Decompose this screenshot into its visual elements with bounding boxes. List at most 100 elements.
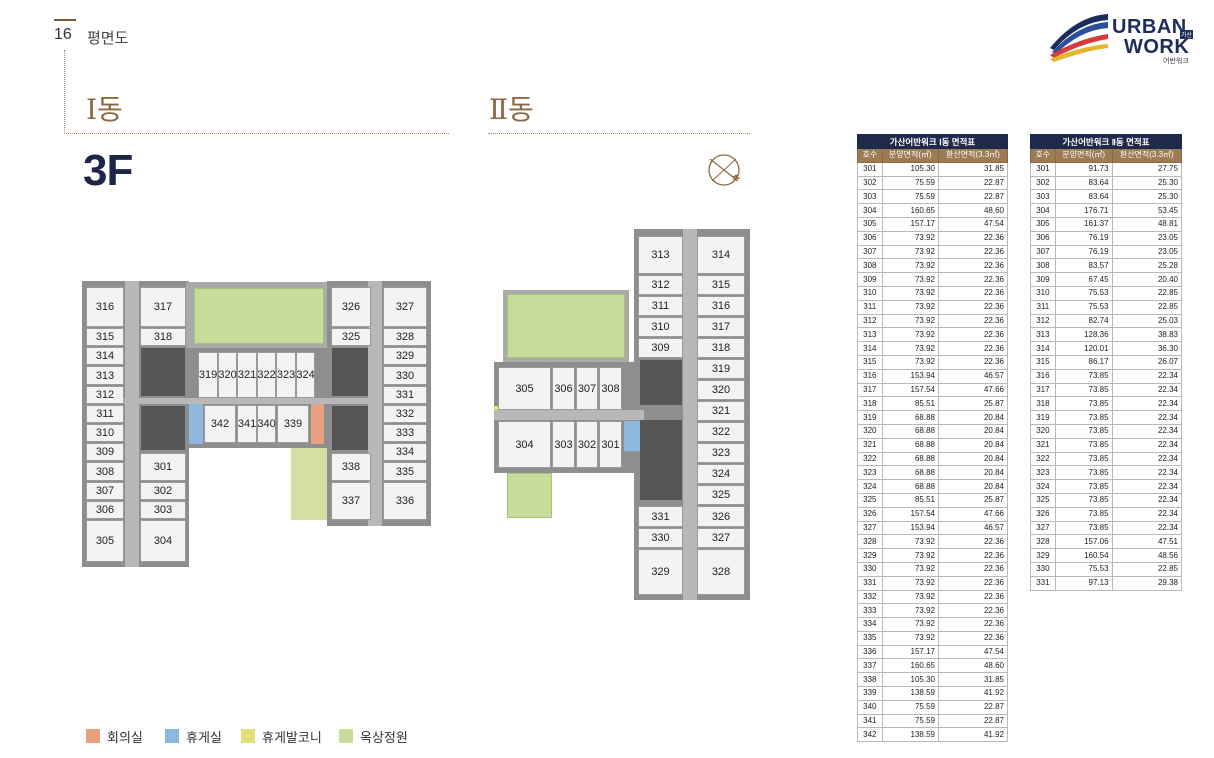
converted-area-cell: 25.87: [938, 396, 1008, 412]
plan1-room-305: 305: [86, 520, 124, 562]
legend-label: 휴게발코니: [262, 730, 322, 745]
plan2-room-319: 319: [697, 359, 745, 379]
converted-area-cell: 20.84: [938, 465, 1008, 481]
sale-area-cell: 75.59: [881, 699, 940, 715]
plan2-room-308: 308: [599, 367, 622, 410]
plan1-room-333: 333: [383, 424, 427, 442]
plan1-room-335: 335: [383, 462, 427, 481]
plan1-room-319: 319: [198, 352, 218, 398]
unit-number-cell: 324: [1030, 479, 1056, 494]
plan2-rooftop-garden-2: [507, 473, 552, 518]
plan1-room-338: 338: [331, 453, 371, 481]
building-1-title: Ⅰ동: [86, 93, 123, 126]
converted-area-cell: 22.36: [938, 617, 1008, 632]
plan2-room-312: 312: [638, 275, 683, 295]
plan2-core-2: [640, 420, 682, 500]
unit-number-cell: 318: [857, 396, 883, 412]
sale-area-cell: 153.94: [881, 520, 940, 536]
converted-area-cell: 22.34: [1111, 465, 1183, 481]
unit-number-cell: 308: [1030, 258, 1056, 274]
converted-area-cell: 22.36: [938, 285, 1008, 301]
converted-area-cell: 48.60: [938, 658, 1008, 674]
sale-area-cell: 75.59: [881, 713, 940, 729]
plan1-corridor-west: [125, 281, 139, 567]
converted-area-cell: 22.36: [938, 534, 1008, 550]
plan1-room-339: 339: [277, 405, 309, 443]
converted-area-cell: 47.54: [938, 216, 1008, 232]
sale-area-cell: 73.92: [881, 617, 940, 632]
plan1-room-314: 314: [86, 347, 124, 365]
sale-area-cell: 157.54: [881, 382, 940, 398]
table-header: 환산면적(3.3㎡): [938, 148, 1008, 163]
plan1-room-342: 342: [204, 405, 236, 443]
table-header: 호수: [857, 148, 883, 163]
plan2-room-325: 325: [697, 485, 745, 505]
sale-area-cell: 73.85: [1054, 396, 1113, 412]
unit-number-cell: 316: [857, 368, 883, 384]
plan2-room-301: 301: [599, 421, 622, 468]
sale-area-cell: 68.88: [881, 479, 940, 494]
sale-area-cell: 153.94: [881, 368, 940, 384]
unit-number-cell: 330: [857, 561, 883, 577]
converted-area-cell: 47.66: [938, 506, 1008, 522]
unit-number-cell: 302: [1030, 175, 1056, 191]
plan2-room-320: 320: [697, 380, 745, 400]
converted-area-cell: 22.34: [1111, 451, 1183, 467]
converted-area-cell: 20.84: [938, 479, 1008, 494]
converted-area-cell: 26.07: [1111, 354, 1183, 370]
sale-area-cell: 76.19: [1054, 244, 1113, 260]
plan1-room-326: 326: [331, 287, 371, 327]
plan1-room-310: 310: [86, 424, 124, 442]
converted-area-cell: 22.87: [938, 713, 1008, 729]
unit-number-cell: 310: [857, 285, 883, 301]
plan2-room-324: 324: [697, 464, 745, 484]
unit-number-cell: 309: [1030, 272, 1056, 287]
plan1-room-306: 306: [86, 501, 124, 519]
page-number-rule: [54, 19, 76, 21]
sale-area-cell: 138.59: [881, 686, 940, 701]
unit-number-cell: 331: [1030, 575, 1056, 591]
sale-area-cell: 86.17: [1054, 354, 1113, 370]
plan1-room-340: 340: [257, 405, 276, 443]
guide-line: [64, 133, 449, 134]
sale-area-cell: 73.92: [881, 341, 940, 356]
unit-number-cell: 328: [1030, 534, 1056, 550]
unit-number-cell: 330: [1030, 561, 1056, 577]
plan2-room-306: 306: [552, 367, 575, 410]
unit-number-cell: 306: [857, 230, 883, 246]
plan1-room-324: 324: [296, 352, 315, 398]
converted-area-cell: 53.45: [1111, 203, 1183, 218]
plan2-room-321: 321: [697, 401, 745, 421]
unit-number-cell: 304: [1030, 203, 1056, 218]
unit-number-cell: 332: [857, 589, 883, 605]
converted-area-cell: 22.36: [938, 548, 1008, 563]
table-header: 분양면적(㎡): [1054, 148, 1113, 163]
sale-area-cell: 97.13: [1054, 575, 1113, 591]
sale-area-cell: 73.92: [881, 230, 940, 246]
sale-area-cell: 68.88: [881, 423, 940, 439]
guide-line: [64, 50, 65, 134]
sale-area-cell: 176.71: [1054, 203, 1113, 218]
sale-area-cell: 75.59: [881, 189, 940, 205]
sale-area-cell: 161.37: [1054, 216, 1113, 232]
converted-area-cell: 22.36: [938, 230, 1008, 246]
plan2-room-323: 323: [697, 443, 745, 463]
converted-area-cell: 22.34: [1111, 382, 1183, 398]
